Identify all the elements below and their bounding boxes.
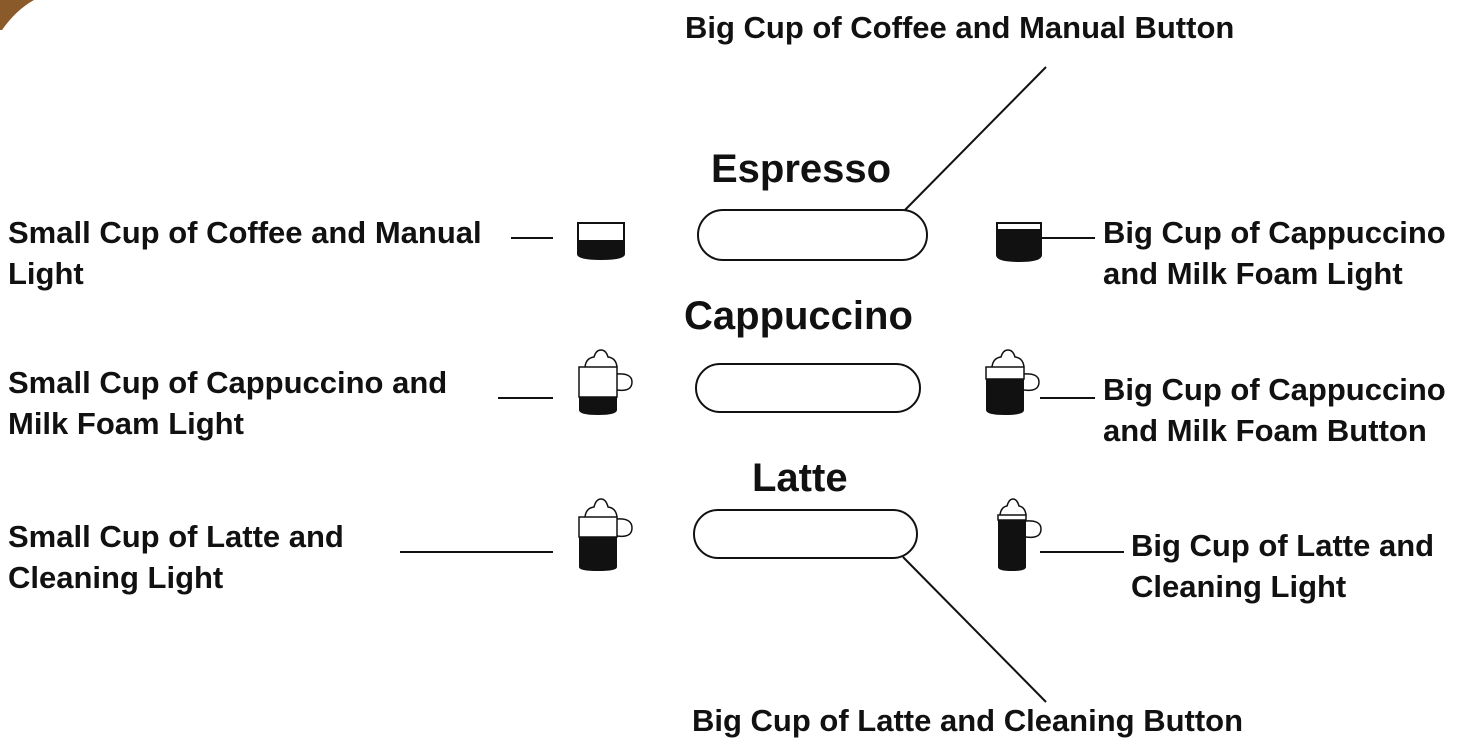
callout-big-cappuccino-light: Big Cup of Cappuccino and Milk Foam Ligh… <box>1103 213 1446 295</box>
callout-line: Cleaning Light <box>1131 568 1347 604</box>
leader-line-bottom-button <box>902 556 1047 703</box>
callout-line: Big Cup of Cappuccino <box>1103 372 1446 407</box>
callout-line: Big Cup of Cappuccino <box>1103 215 1446 250</box>
leader-line-top-button <box>902 66 1047 213</box>
cappuccino-heading: Cappuccino <box>684 294 913 338</box>
callout-line: Milk Foam Light <box>8 405 244 441</box>
callout-line: Cleaning Light <box>8 559 224 595</box>
callout-line: Small Cup of Latte and <box>8 519 344 554</box>
callout-line: Light <box>8 255 84 291</box>
cappuccino-button[interactable] <box>695 363 921 413</box>
small-cappuccino-cup-icon <box>578 349 633 415</box>
big-latte-cup-icon <box>997 498 1042 571</box>
callout-bottom-button: Big Cup of Latte and Cleaning Button <box>692 703 1244 738</box>
callout-small-latte-light: Small Cup of Latte and Cleaning Light <box>8 517 344 599</box>
big-cappuccino-cup-icon <box>985 349 1040 415</box>
small-latte-cup-icon <box>578 498 633 571</box>
latte-heading: Latte <box>752 456 848 500</box>
callout-top-button: Big Cup of Coffee and Manual Button <box>685 10 1235 45</box>
callout-small-cappuccino-light: Small Cup of Cappuccino and Milk Foam Li… <box>8 363 447 445</box>
callout-line: Small Cup of Coffee and Manual <box>8 215 482 250</box>
callout-small-coffee-light: Small Cup of Coffee and Manual Light <box>8 213 482 295</box>
small-coffee-cup-icon <box>577 222 625 260</box>
big-coffee-cup-icon <box>996 222 1042 262</box>
brand-swoosh-decoration <box>0 0 34 30</box>
callout-line: and Milk Foam Light <box>1103 255 1403 291</box>
latte-button[interactable] <box>693 509 918 559</box>
callout-line: and Milk Foam Button <box>1103 412 1427 448</box>
espresso-heading: Espresso <box>711 147 892 191</box>
callout-line: Big Cup of Latte and <box>1131 528 1435 563</box>
callout-big-latte-light: Big Cup of Latte and Cleaning Light <box>1131 526 1434 608</box>
espresso-button[interactable] <box>697 209 928 261</box>
callout-line: Small Cup of Cappuccino and <box>8 365 448 400</box>
callout-big-cappuccino-button: Big Cup of Cappuccino and Milk Foam Butt… <box>1103 370 1446 452</box>
